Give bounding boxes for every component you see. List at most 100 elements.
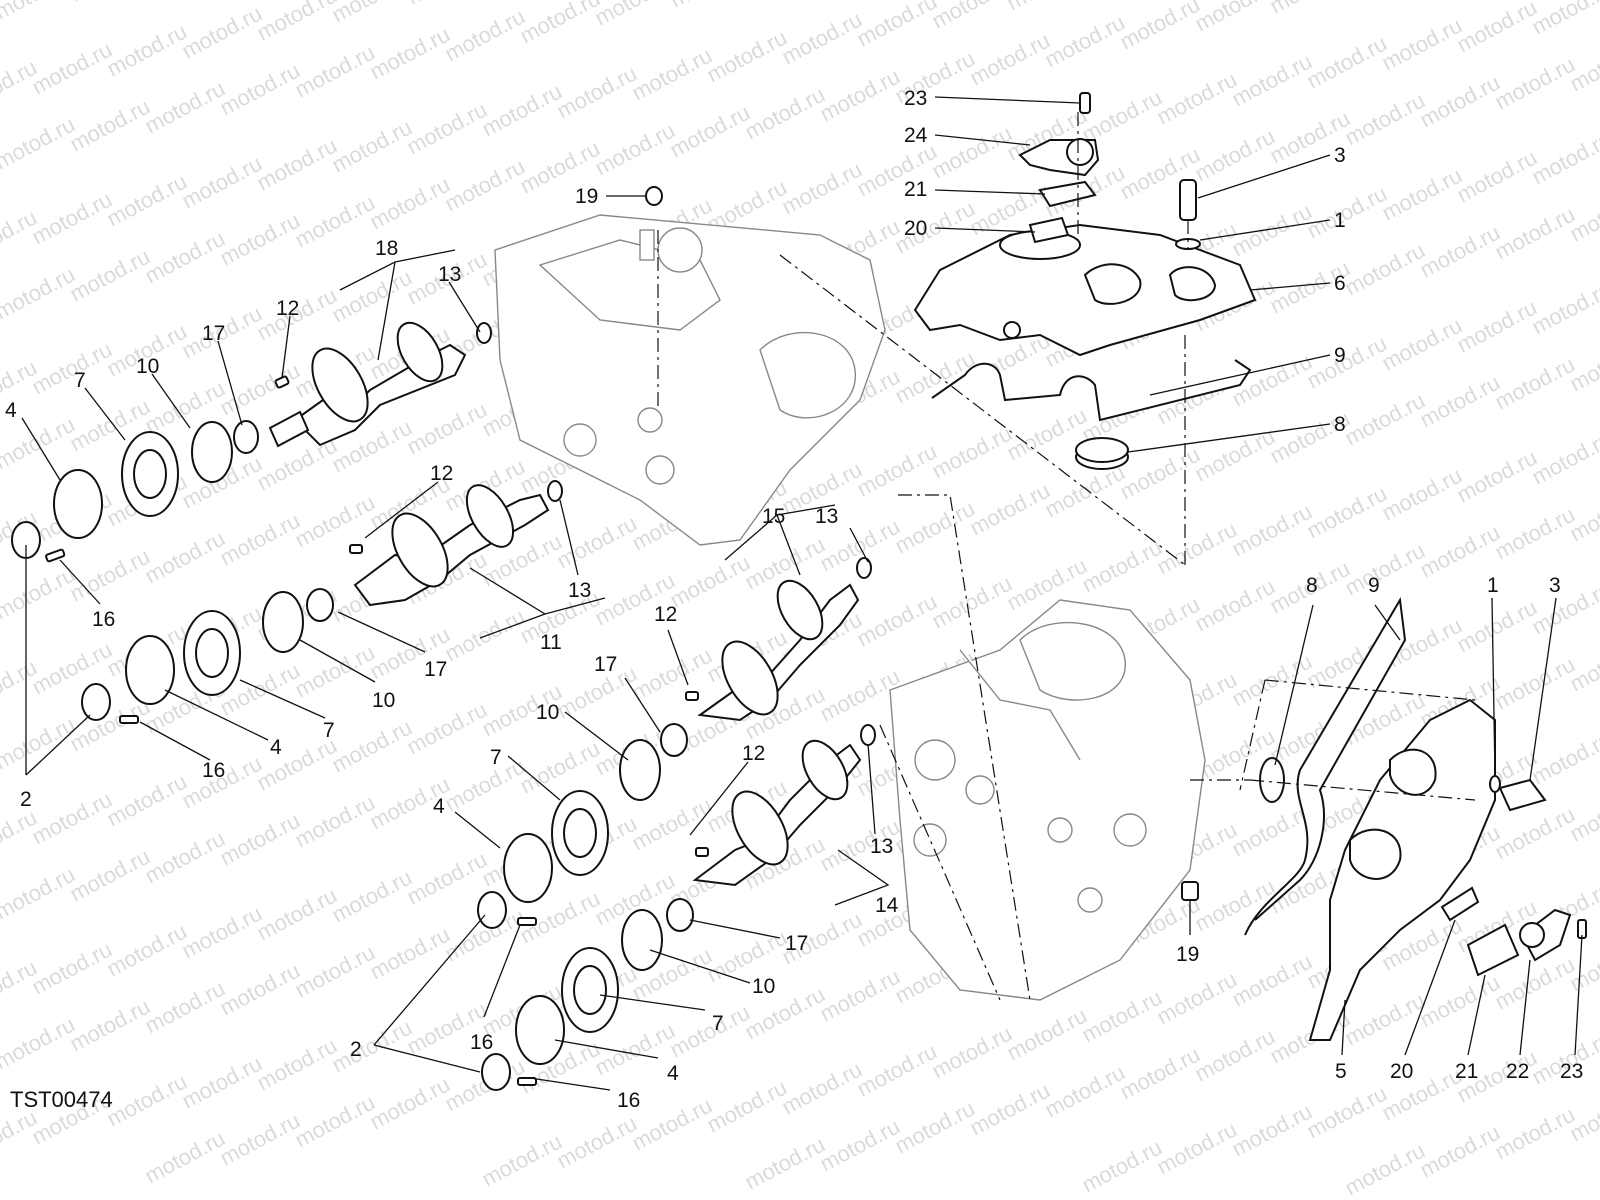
watermark-text: motod.ru <box>178 901 266 964</box>
watermark-text: motod.ru <box>1228 649 1316 712</box>
callout-8-lower: 8 <box>1306 574 1318 597</box>
watermark-text: motod.ru <box>1078 1135 1166 1198</box>
watermark-text: motod.ru <box>328 0 416 27</box>
callout-14: 14 <box>875 894 899 917</box>
watermark-text: motod.ru <box>28 337 116 400</box>
watermark-text: motod.ru <box>1191 124 1279 187</box>
watermark-text: motod.ru <box>478 1129 566 1192</box>
watermark-text: motod.ru <box>816 64 904 127</box>
callout-10-d: 10 <box>752 975 775 998</box>
valve-cover-lower <box>1308 698 1496 1041</box>
watermark-text: motod.ru <box>928 421 1016 484</box>
callout-13-a: 13 <box>438 263 461 286</box>
watermark-text: motod.ru <box>1228 1099 1316 1162</box>
callout-13-c: 13 <box>815 505 838 528</box>
watermark-text: motod.ru <box>1416 1120 1504 1183</box>
valve-cover-upper <box>913 223 1257 357</box>
callout-3-lower: 3 <box>1549 574 1561 597</box>
watermark-text: motod.ru <box>1378 13 1466 76</box>
watermark-text: motod.ru <box>1116 0 1204 54</box>
watermark-text: motod.ru <box>703 1075 791 1138</box>
watermark-text: motod.ru <box>1341 388 1429 451</box>
watermark-text: motod.ru <box>1191 574 1279 637</box>
watermark-text: motod.ru <box>1491 802 1579 865</box>
watermark-text: motod.ru <box>1528 0 1600 39</box>
watermark-text: motod.ru <box>441 154 529 217</box>
watermark-text: motod.ru <box>1228 499 1316 562</box>
watermark-text: motod.ru <box>853 1039 941 1102</box>
watermark-text: motod.ru <box>741 82 829 145</box>
watermark-text: motod.ru <box>103 1069 191 1132</box>
watermark-text: motod.ru <box>591 118 679 181</box>
callout-19-lower: 19 <box>1176 943 1199 966</box>
watermark-text: motod.ru <box>291 190 379 253</box>
watermark-text: motod.ru <box>141 526 229 589</box>
callout-21-upper: 21 <box>904 178 927 201</box>
watermark-text: motod.ru <box>1041 10 1129 73</box>
watermark-text: motod.ru <box>1378 163 1466 226</box>
watermark-text: motod.ru <box>0 262 79 325</box>
callout-13-b: 13 <box>568 579 591 602</box>
watermark-text: motod.ru <box>1228 49 1316 112</box>
watermark-text: motod.ru <box>441 604 529 667</box>
watermark-text: motod.ru <box>216 808 304 871</box>
watermark-text: motod.ru <box>0 112 79 175</box>
watermark-text: motod.ru <box>741 1132 829 1195</box>
watermark-text: motod.ru <box>1191 0 1279 36</box>
callout-20-upper: 20 <box>904 217 927 240</box>
callout-12-a: 12 <box>276 297 299 320</box>
watermark-text: motod.ru <box>1416 970 1504 1033</box>
watermark-text: motod.ru <box>1041 1060 1129 1123</box>
callout-10-a: 10 <box>136 355 159 378</box>
watermark-text: motod.ru <box>0 862 79 925</box>
watermark-text: motod.ru <box>853 139 941 202</box>
callout-9-lower: 9 <box>1368 574 1380 597</box>
watermark-text: motod.ru <box>1341 988 1429 1051</box>
watermark-text: motod.ru <box>291 640 379 703</box>
watermark-text: motod.ru <box>1453 0 1541 57</box>
watermark-text: motod.ru <box>216 958 304 1021</box>
callout-18: 18 <box>375 237 398 260</box>
callout-4-c: 4 <box>433 795 445 818</box>
assembly-centerlines <box>657 112 1476 1001</box>
watermark-text: motod.ru <box>366 922 454 985</box>
watermark-text: motod.ru <box>816 1114 904 1177</box>
callout-17-d: 17 <box>785 932 808 955</box>
watermark-text: motod.ru <box>628 1093 716 1156</box>
watermark-text: motod.ru <box>553 61 641 124</box>
callout-4-d: 4 <box>667 1062 679 1085</box>
watermark-text: motod.ru <box>666 1000 754 1063</box>
watermark-text: motod.ru <box>328 865 416 928</box>
watermark-text: motod.ru <box>291 40 379 103</box>
callout-8-upper: 8 <box>1334 413 1346 436</box>
watermark-text: motod.ru <box>928 571 1016 634</box>
callout-13-d: 13 <box>870 835 893 858</box>
inspection-cover-upper <box>1075 437 1129 470</box>
callout-7-c: 7 <box>490 746 502 769</box>
watermark-text: motod.ru <box>253 133 341 196</box>
callout-11: 11 <box>540 631 562 654</box>
callout-7-d: 7 <box>712 1012 724 1035</box>
watermark-text: motod.ru <box>291 940 379 1003</box>
watermark-text: motod.ru <box>891 1096 979 1159</box>
watermark-text: motod.ru <box>141 76 229 139</box>
callout-1-lower: 1 <box>1487 574 1499 597</box>
callout-17-b: 17 <box>424 658 447 681</box>
watermark-text: motod.ru <box>253 733 341 796</box>
watermark-text: motod.ru <box>1303 181 1391 244</box>
callout-17-a: 17 <box>202 322 225 345</box>
watermark-text: motod.ru <box>928 1021 1016 1084</box>
watermark-text: motod.ru <box>628 643 716 706</box>
watermark-text: motod.ru <box>1003 1003 1091 1066</box>
watermark-text: motod.ru <box>966 1078 1054 1141</box>
callout-4-a: 4 <box>5 399 17 422</box>
watermark-text: motod.ru <box>628 43 716 106</box>
watermark-text: motod.ru <box>216 508 304 571</box>
watermark-text: motod.ru <box>1228 949 1316 1012</box>
watermark-text: motod.ru <box>1453 595 1541 658</box>
callout-23-lower: 23 <box>1560 1060 1583 1083</box>
callout-22: 22 <box>1506 1060 1529 1083</box>
watermark-text: motod.ru <box>1491 652 1579 715</box>
cylinder-head-lower <box>889 599 1206 1001</box>
